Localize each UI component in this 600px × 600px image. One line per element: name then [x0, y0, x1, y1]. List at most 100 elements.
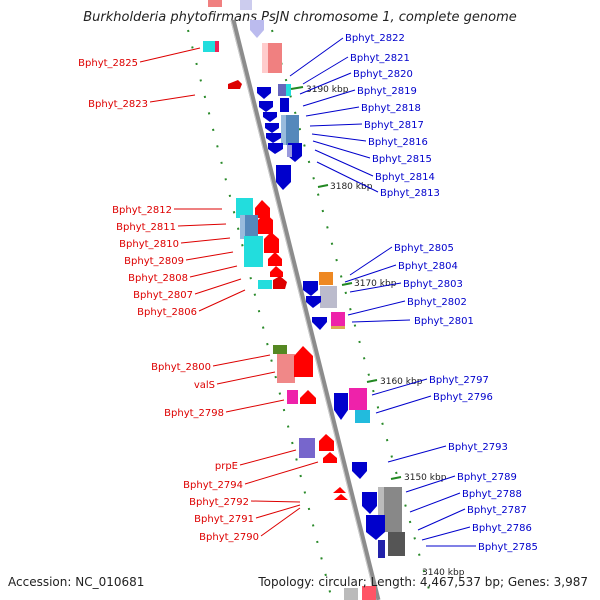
- gene-block: [378, 540, 385, 558]
- leader-line: [177, 223, 227, 227]
- kbp-label: 3140 kbp: [422, 568, 465, 578]
- gene-label[interactable]: Bphyt_2820: [353, 69, 413, 80]
- gene-block: [299, 438, 315, 458]
- gene-label[interactable]: Bphyt_2809: [124, 256, 184, 267]
- gene-arrow-forward: [258, 280, 272, 289]
- gene-label[interactable]: Bphyt_2815: [372, 154, 432, 165]
- gene-block: [215, 41, 219, 52]
- gene-label[interactable]: Bphyt_2811: [116, 222, 176, 233]
- leader-line: [351, 319, 411, 323]
- leader-line: [349, 282, 402, 293]
- leader-line: [305, 106, 360, 117]
- leader-line: [255, 504, 301, 519]
- gene-arrow-forward: [270, 266, 283, 277]
- leader-line: [314, 149, 374, 177]
- gene-arrow-reverse: [265, 123, 279, 133]
- gene-label[interactable]: Bphyt_2786: [472, 523, 532, 534]
- gene-block: [265, 43, 282, 73]
- accession-label: Accession: NC_010681: [8, 575, 145, 589]
- gene-label[interactable]: Bphyt_2793: [448, 442, 508, 453]
- gene-block: [349, 388, 367, 410]
- gene-block: [355, 410, 370, 423]
- gene-arrow-reverse: [259, 101, 273, 112]
- gene-label[interactable]: Bphyt_2823: [88, 99, 148, 110]
- gene-arrow-forward: [258, 213, 273, 234]
- gene-label[interactable]: Bphyt_2812: [112, 205, 172, 216]
- gene-label[interactable]: valS: [194, 380, 215, 391]
- leader-line: [216, 371, 276, 385]
- gene-arrow-reverse: [257, 87, 271, 99]
- right-gene-labels: Bphyt_2822 Bphyt_2821 Bphyt_2820 Bphyt_2…: [289, 33, 538, 553]
- leader-line: [289, 37, 344, 77]
- gene-label[interactable]: Bphyt_2819: [357, 86, 417, 97]
- leader-line: [421, 526, 471, 541]
- gene-label[interactable]: Bphyt_2800: [151, 362, 211, 373]
- gene-label[interactable]: Bphyt_2810: [119, 239, 179, 250]
- gene-arrow-forward: [294, 346, 313, 377]
- kbp-label: 3160 kbp: [380, 377, 423, 387]
- gene-label[interactable]: Bphyt_2789: [457, 472, 517, 483]
- gene-label[interactable]: Bphyt_2825: [78, 58, 138, 69]
- gene-label[interactable]: Bphyt_2788: [462, 489, 522, 500]
- kbp-label: 3150 kbp: [404, 473, 447, 483]
- gene-label[interactable]: Bphyt_2803: [403, 279, 463, 290]
- gene-label[interactable]: Bphyt_2805: [394, 243, 454, 254]
- leader-line: [180, 237, 231, 244]
- kbp-label: 3190 kbp: [306, 85, 349, 95]
- gene-label[interactable]: Bphyt_2816: [368, 137, 428, 148]
- gene-label[interactable]: Bphyt_2822: [345, 33, 405, 44]
- outer-tick-ring-right: [271, 29, 433, 600]
- gene-label[interactable]: Bphyt_2804: [398, 261, 458, 272]
- gene-label[interactable]: Bphyt_2794: [183, 480, 243, 491]
- gene-block: [281, 115, 286, 145]
- gene-label[interactable]: Bphyt_2797: [429, 375, 489, 386]
- leader-line: [302, 56, 349, 85]
- feature-bottom-partial-2: [362, 586, 376, 600]
- leader-line: [185, 251, 234, 261]
- genome-backbone: [230, 19, 381, 600]
- gene-label[interactable]: Bphyt_2817: [364, 120, 424, 131]
- gene-label[interactable]: Bphyt_2796: [433, 392, 493, 403]
- gene-arrow-reverse: [312, 317, 327, 330]
- gene-label[interactable]: Bphyt_2821: [350, 53, 410, 64]
- leader-line: [299, 72, 352, 95]
- gene-arrow-reverse: [268, 143, 283, 154]
- leader-line: [316, 161, 379, 193]
- leader-line: [149, 94, 196, 103]
- gene-label[interactable]: Bphyt_2818: [361, 103, 421, 114]
- gene-label[interactable]: Bphyt_2814: [375, 172, 435, 183]
- gene-label[interactable]: Bphyt_2802: [407, 297, 467, 308]
- gene-block: [278, 84, 288, 96]
- gene-block: [320, 286, 337, 308]
- gene-label[interactable]: Bphyt_2813: [380, 188, 440, 199]
- gene-block: [331, 312, 345, 326]
- leader-line: [405, 475, 456, 493]
- gene-arrow-forward: [268, 252, 282, 266]
- gene-block: [244, 236, 263, 267]
- leader-line: [417, 508, 466, 531]
- gene-label[interactable]: Bphyt_2790: [199, 532, 259, 543]
- gene-arrow-forward: [323, 452, 337, 463]
- gene-label[interactable]: Bphyt_2798: [164, 408, 224, 419]
- gene-arrow-reverse: [303, 281, 318, 296]
- gene-block: [277, 354, 295, 383]
- gene-label[interactable]: Bphyt_2792: [189, 497, 249, 508]
- gene-label[interactable]: Bphyt_2791: [194, 514, 254, 525]
- gene-label[interactable]: Bphyt_2785: [478, 542, 538, 553]
- gene-block: [262, 43, 268, 73]
- leader-line: [194, 278, 242, 295]
- gene-label[interactable]: Bphyt_2806: [137, 307, 197, 318]
- gene-label[interactable]: Bphyt_2807: [133, 290, 193, 301]
- gene-label[interactable]: Bphyt_2808: [128, 273, 188, 284]
- gene-block: [287, 145, 292, 157]
- leader-line: [375, 395, 432, 414]
- gene-label[interactable]: Bphyt_2801: [414, 316, 474, 327]
- gene-arrow-reverse: [366, 515, 385, 540]
- leader-line: [260, 507, 301, 537]
- gene-label[interactable]: prpE: [215, 461, 238, 472]
- gene-label[interactable]: Bphyt_2787: [467, 505, 527, 516]
- map-title: Burkholderia phytofirmans PsJN chromosom…: [83, 10, 517, 25]
- leader-line: [244, 461, 319, 485]
- gene-block: [240, 215, 245, 239]
